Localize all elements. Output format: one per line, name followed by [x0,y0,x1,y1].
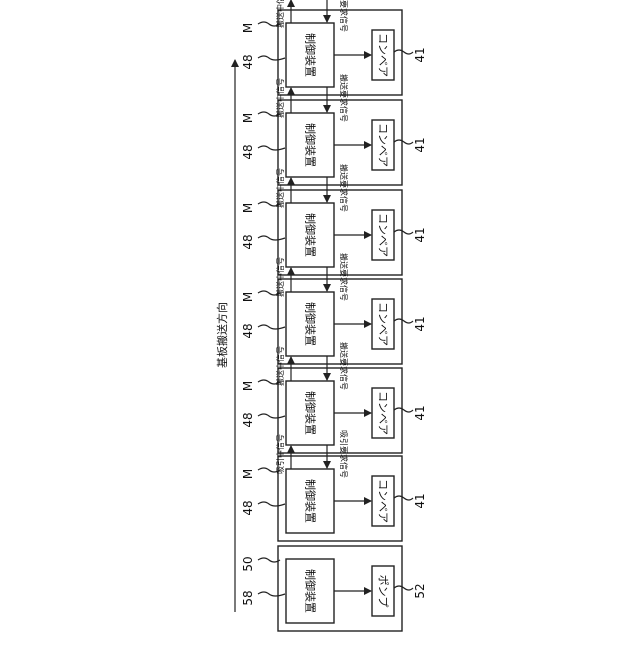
controller-ref-label: 48 [241,412,255,427]
module-ref-label: 50 [241,556,255,571]
controller-ref-label: 48 [241,54,255,69]
device-ref-label: 41 [413,137,427,152]
signal-down-label: 搬送要求信号 [339,342,349,390]
device-label: コンベア [377,213,390,257]
signal-down-label: 吸引要求信号 [339,430,349,478]
signal-up-label: 吸引中信号 [275,434,285,474]
signal-up-label: 搬送中信号 [275,346,285,386]
signal-up-label: 搬送中信号 [275,168,285,208]
device-ref-label: 41 [413,493,427,508]
device-label: コンベア [377,391,390,435]
device-label: ポンプ [377,575,390,608]
device-ref-label: 41 [413,227,427,242]
controller-label: 制御装置 [304,33,318,77]
signal-up-label: 搬送中信号 [275,0,285,28]
module-ref-label: M [241,113,255,123]
signal-up-label: 搬送中信号 [275,78,285,118]
controller-ref-label: 58 [241,590,255,605]
direction-label: 基板搬送方向 [215,302,229,368]
controller-ref-label: 48 [241,234,255,249]
device-ref-label: 41 [413,316,427,331]
signal-down-label: 搬送要求信号 [339,253,349,301]
module-ref-label: M [241,381,255,391]
device-label: コンベア [377,123,390,167]
device-label: コンベア [377,479,390,523]
controller-label: 制御装置 [304,479,318,523]
signal-down-label: 搬送要求信号 [339,74,349,122]
controller-label: 制御装置 [304,213,318,257]
controller-label: 制御装置 [304,123,318,167]
module-leader-line [258,558,280,562]
signal-down-label: 搬送要求信号 [339,164,349,212]
module-ref-label: M [241,203,255,213]
signal-up-label: 搬送中信号 [275,257,285,297]
controller-ref-label: 48 [241,500,255,515]
module-ref-label: M [241,292,255,302]
module-ref-label: M [241,23,255,33]
signal-down-label: 搬送要求信号 [339,0,349,32]
module-ref-label: M [241,469,255,479]
device-ref-label: 52 [413,583,427,598]
device-ref-label: 41 [413,405,427,420]
device-ref-label: 41 [413,47,427,62]
controller-label: 制御装置 [304,569,318,613]
controller-ref-label: 48 [241,323,255,338]
controller-ref-label: 48 [241,144,255,159]
device-label: コンベア [377,33,390,77]
controller-label: 制御装置 [304,302,318,346]
device-label: コンベア [377,302,390,346]
controller-label: 制御装置 [304,391,318,435]
